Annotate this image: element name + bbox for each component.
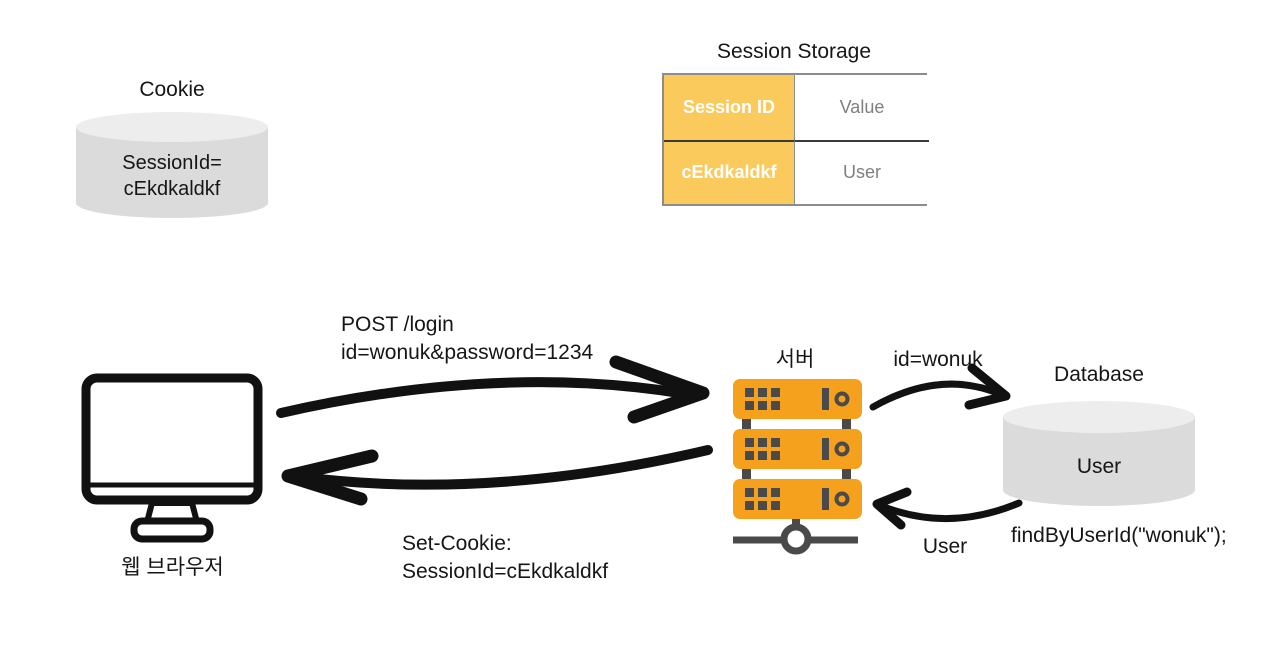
db-result-label: User [922, 535, 968, 558]
login-response-line2: SessionId=cEkdkaldkf [402, 560, 609, 583]
database-cylinder-icon [1003, 401, 1195, 506]
cookie-value: SessionId= cEkdkaldkf [92, 150, 252, 202]
browser-label: 웹 브라우저 [121, 556, 224, 579]
login-request-line2: id=wonuk&password=1234 [341, 341, 594, 364]
server-unit-1 [733, 379, 862, 419]
arrow-db-lookup [869, 363, 1011, 411]
session-storage-row-key: cEkdkaldkf [664, 139, 794, 204]
login-response-line1: Set-Cookie: [402, 532, 512, 555]
cookie-value-line1: SessionId= [122, 152, 222, 174]
login-response-text: Set-Cookie: SessionId=cEkdkaldkf [402, 530, 608, 586]
server-unit-3 [733, 479, 862, 519]
database-query-label: findByUserId("wonuk"); [1011, 524, 1227, 547]
database-title: Database [1054, 363, 1144, 386]
session-storage-title: Session Storage [716, 40, 872, 63]
monitor-icon [81, 373, 263, 543]
cookie-cylinder-icon [76, 112, 268, 218]
login-request-line1: POST /login [341, 313, 454, 336]
server-icon [733, 379, 862, 555]
arrow-db-result [872, 487, 1023, 530]
session-storage-header-value: Value [794, 75, 929, 140]
login-request-text: POST /login id=wonuk&password=1234 [341, 311, 593, 367]
arrow-login-request [276, 355, 710, 424]
session-storage-table: Session ID Value cEkdkaldkf User [662, 73, 929, 206]
arrow-login-response [281, 445, 713, 506]
cookie-value-line2: cEkdkaldkf [123, 178, 221, 200]
server-unit-2 [733, 429, 862, 469]
session-storage-header-key: Session ID [664, 75, 794, 140]
cookie-title: Cookie [139, 78, 205, 101]
server-label: 서버 [775, 348, 815, 371]
db-lookup-label: id=wonuk [893, 348, 983, 371]
database-table-name: User [1076, 455, 1122, 478]
session-storage-row-value: User [794, 139, 929, 204]
